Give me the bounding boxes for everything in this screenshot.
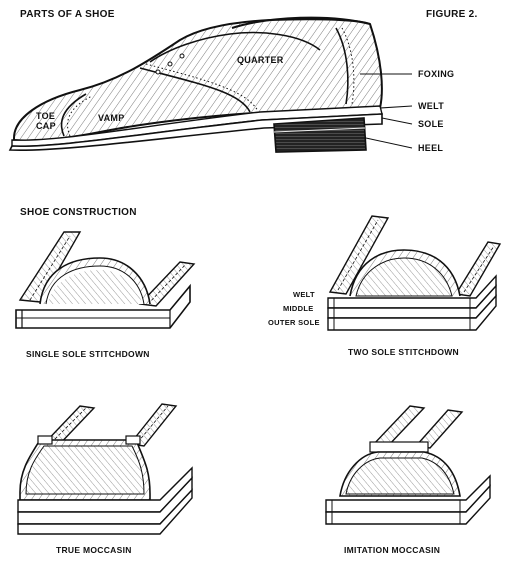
label-layer-outer-sole: OUTER SOLE — [268, 319, 320, 327]
single-sole-stitchdown-illustration — [16, 232, 194, 328]
two-sole-stitchdown-illustration — [328, 216, 500, 330]
caption-single-sole-stitchdown: SINGLE SOLE STITCHDOWN — [26, 350, 150, 359]
label-toe: TOE — [36, 112, 55, 121]
label-cap: CAP — [36, 122, 56, 131]
caption-imitation-moccasin: IMITATION MOCCASIN — [344, 546, 440, 555]
parts-of-a-shoe-title: PARTS OF A SHOE — [20, 10, 115, 20]
shoe-construction-title: SHOE CONSTRUCTION — [20, 208, 137, 218]
shoe-illustration — [10, 18, 412, 152]
imitation-moccasin-illustration — [326, 406, 490, 524]
caption-two-sole-stitchdown: TWO SOLE STITCHDOWN — [348, 348, 459, 357]
label-sole: SOLE — [418, 120, 444, 129]
figure-label: FIGURE 2. — [426, 10, 478, 20]
label-vamp: VAMP — [98, 114, 125, 123]
label-foxing: FOXING — [418, 70, 454, 79]
label-quarter: QUARTER — [237, 56, 284, 65]
label-layer-middle: MIDDLE — [283, 305, 314, 313]
label-welt: WELT — [418, 102, 444, 111]
label-layer-welt: WELT — [293, 291, 315, 299]
true-moccasin-illustration — [18, 404, 192, 534]
caption-true-moccasin: TRUE MOCCASIN — [56, 546, 132, 555]
label-heel: HEEL — [418, 144, 443, 153]
